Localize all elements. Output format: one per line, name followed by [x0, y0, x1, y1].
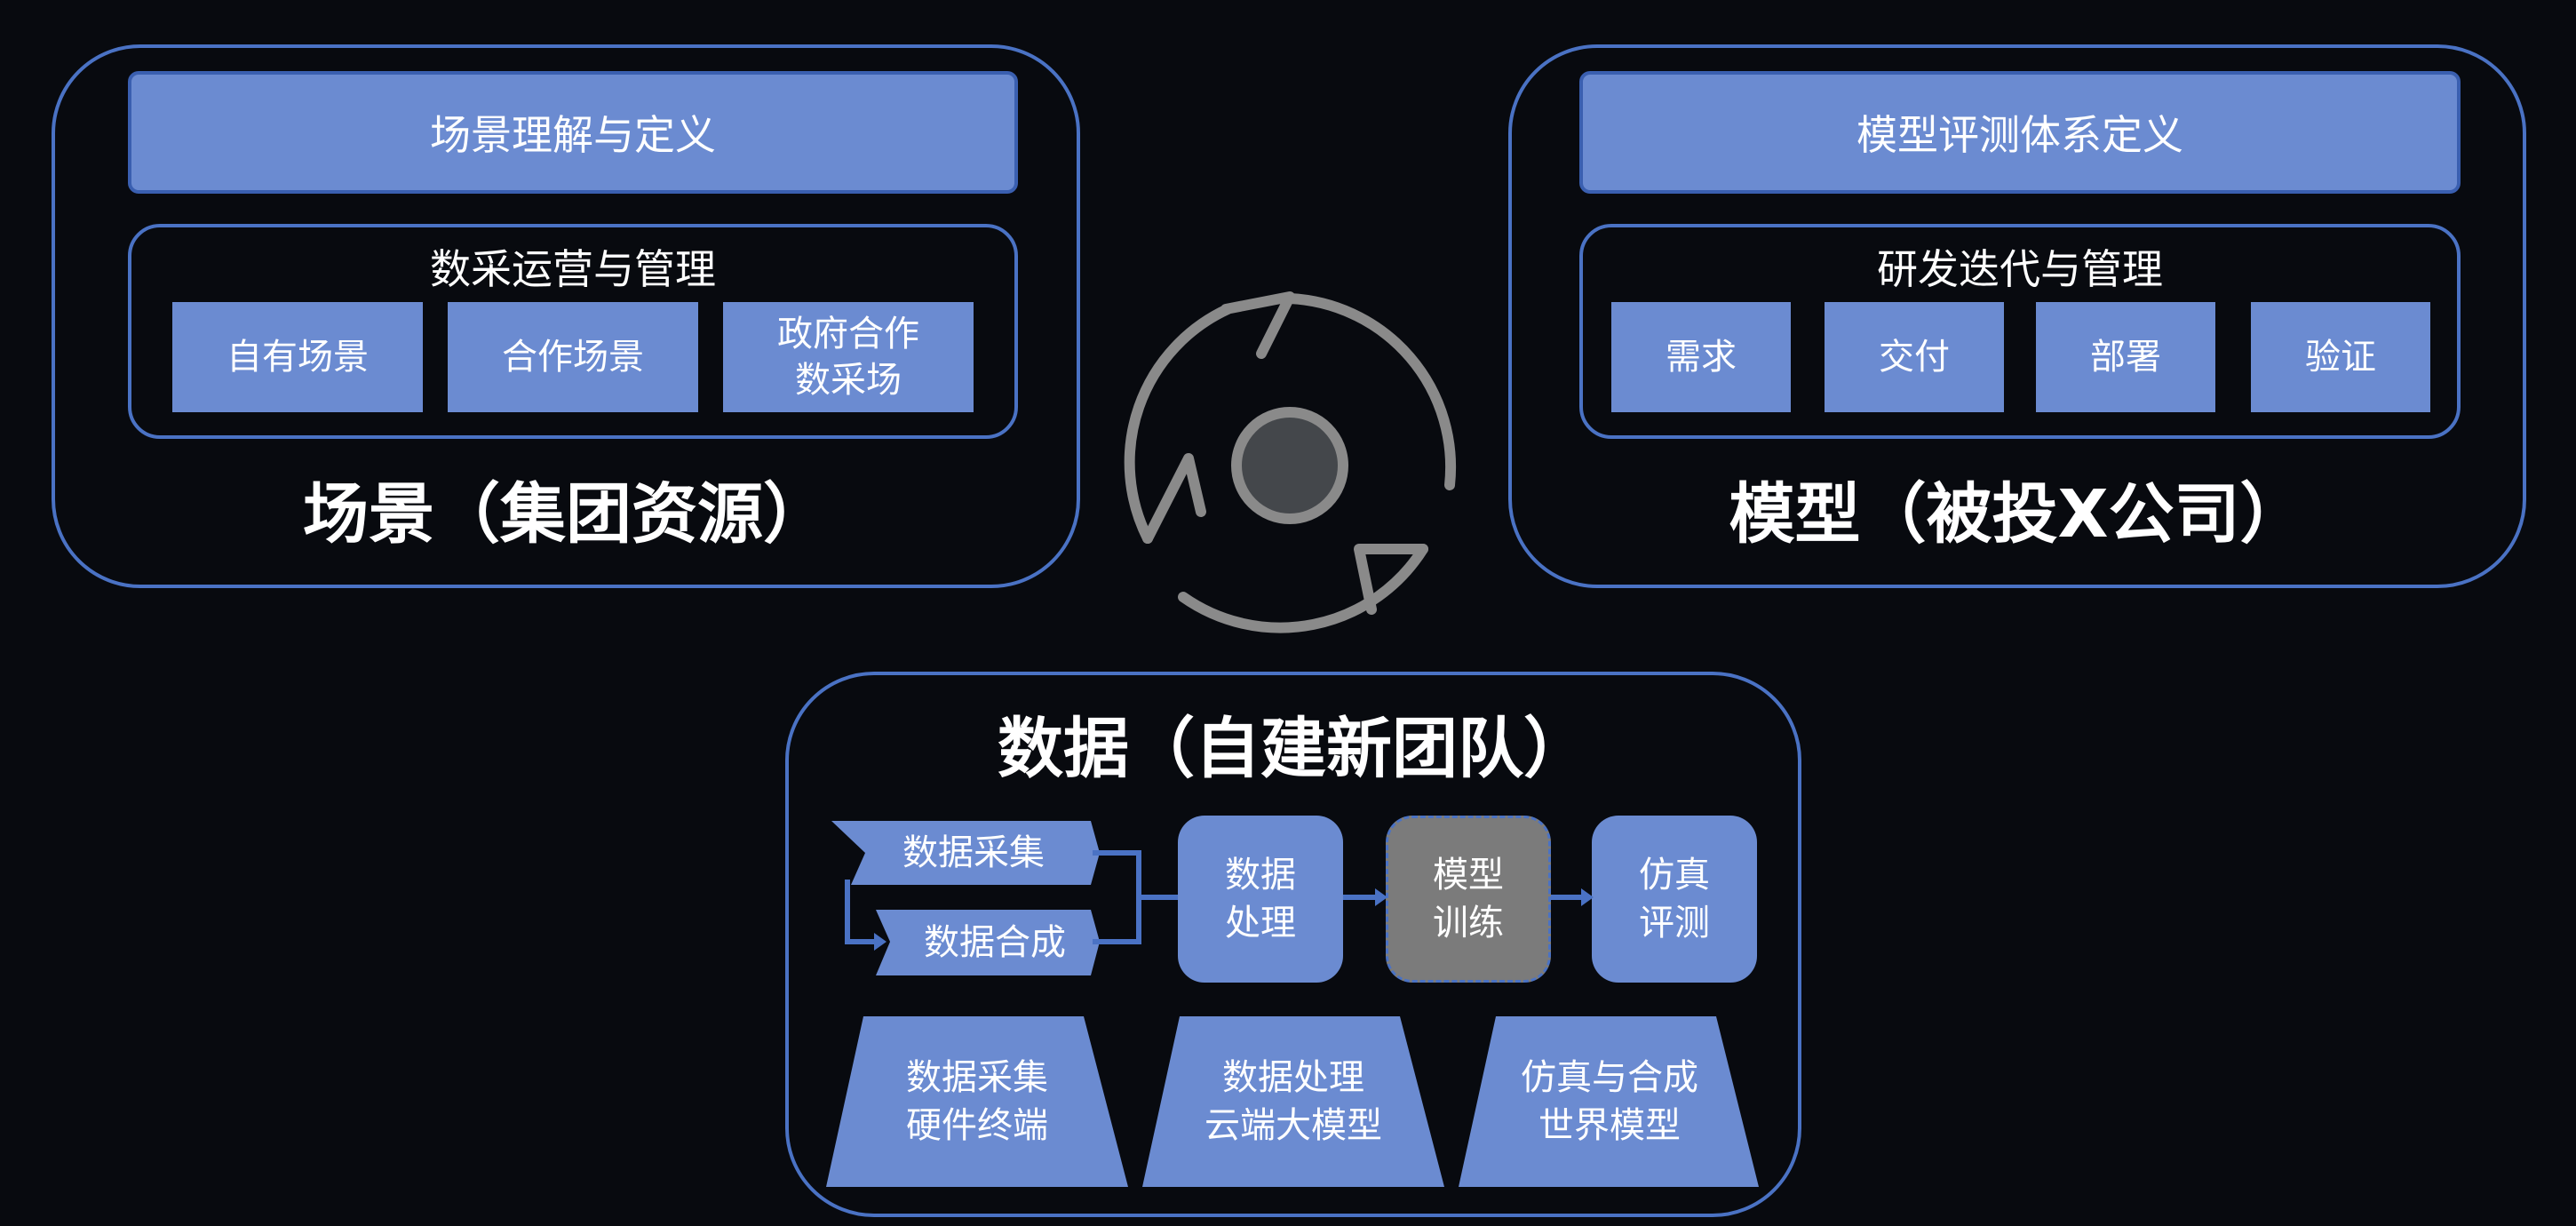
model-title: 模型（被投X公司） — [1729, 476, 2306, 553]
data-collection-shape — [831, 821, 1100, 885]
data-collection-label: 数据采集 — [902, 832, 1045, 873]
step-data-processing: 数据 处理 — [1178, 816, 1343, 983]
base-cloud-shape — [1142, 1016, 1444, 1187]
scene-chip-own: 自有场景 — [172, 302, 423, 412]
scene-operations-title: 数采运营与管理 — [430, 245, 716, 293]
base-hardware-shape — [826, 1016, 1128, 1187]
step-arrows — [1343, 888, 1594, 906]
scene-definition-bar: 场景理解与定义 — [128, 71, 1018, 194]
base-world-model-shape — [1459, 1016, 1759, 1187]
model-development-title: 研发迭代与管理 — [1877, 245, 2163, 293]
data-bases — [826, 1016, 1759, 1187]
data-synthesis-shape — [876, 910, 1100, 975]
scene-chip-partner: 合作场景 — [448, 302, 698, 412]
base-cloud-label: 数据处理 云端大模型 — [1205, 1057, 1382, 1146]
scene-title: 场景（集团资源） — [303, 476, 829, 553]
step-simulation-evaluation: 仿真 评测 — [1592, 816, 1757, 983]
model-development-box — [1579, 224, 2461, 439]
data-synthesis-label: 数据合成 — [924, 922, 1066, 963]
scene-operations-box — [128, 224, 1018, 439]
scene-panel — [52, 44, 1080, 588]
model-chip-deployment: 部署 — [2036, 302, 2215, 412]
model-evaluation-bar: 模型评测体系定义 — [1579, 71, 2461, 194]
cycle-arrows-icon — [1124, 291, 1457, 633]
model-chip-requirement: 需求 — [1611, 302, 1791, 412]
step-model-training: 模型 训练 — [1386, 816, 1551, 983]
data-panel — [785, 672, 1801, 1217]
model-chip-verification: 验证 — [2251, 302, 2430, 412]
model-chip-delivery: 交付 — [1825, 302, 2004, 412]
model-panel — [1508, 44, 2526, 588]
data-title: 数据（自建新团队） — [998, 711, 1589, 787]
base-world-model-label: 仿真与合成 世界模型 — [1521, 1057, 1698, 1146]
base-hardware-label: 数据采集 硬件终端 — [906, 1057, 1048, 1146]
scene-chip-government: 政府合作 数采场 — [723, 302, 974, 412]
